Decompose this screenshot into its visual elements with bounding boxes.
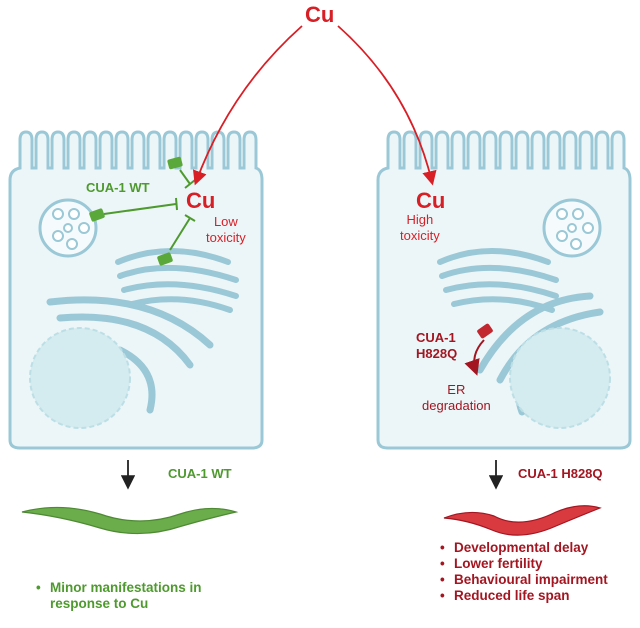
left-transporter-membrane <box>167 156 183 170</box>
left-vesicles <box>52 208 90 250</box>
left-protein-label: CUA-1 WT <box>86 180 150 195</box>
right-cu-label: Cu <box>416 188 446 213</box>
left-er <box>46 296 214 414</box>
right-outcome-item: Behavioural impairment <box>440 572 608 588</box>
left-outcome-label: CUA-1 WT <box>168 466 232 481</box>
right-outcome-label: CUA-1 H828Q <box>518 466 603 481</box>
diagram-canvas <box>8 25 632 536</box>
right-nucleus <box>509 327 611 429</box>
left-worm-icon <box>21 506 239 535</box>
cu-arrow-right <box>337 25 437 186</box>
er-degradation-label: ER degradation <box>422 382 491 413</box>
right-vesicles <box>556 208 594 250</box>
left-nucleus <box>29 327 131 429</box>
right-worm-icon <box>443 505 602 536</box>
left-golgi <box>115 248 239 313</box>
right-outcome-item: Lower fertility <box>440 556 608 572</box>
right-outcome-item: Developmental delay <box>440 540 608 556</box>
left-transporter-lysosome <box>89 208 105 222</box>
left-outcome-list: Minor manifestations in response to Cu <box>36 548 202 628</box>
left-outcome-item: Minor manifestations in response to Cu <box>36 580 202 612</box>
left-toxicity-label: Low toxicity <box>206 214 246 245</box>
right-transporter-mutant <box>477 323 493 339</box>
right-outcome-list: Developmental delay Lower fertility Beha… <box>440 540 608 604</box>
right-toxicity-label: High toxicity <box>400 212 440 243</box>
right-outcome-item: Reduced life span <box>440 588 608 604</box>
right-mutant-label: CUA-1 H828Q <box>416 330 458 361</box>
top-cu-label: Cu <box>305 2 335 27</box>
left-transporter-golgi <box>157 252 173 266</box>
cu-arrow-left <box>192 25 303 186</box>
left-cu-label: Cu <box>186 188 216 213</box>
er-degradation-arrow <box>464 339 485 376</box>
left-cell <box>8 130 264 450</box>
right-cell <box>376 130 632 450</box>
